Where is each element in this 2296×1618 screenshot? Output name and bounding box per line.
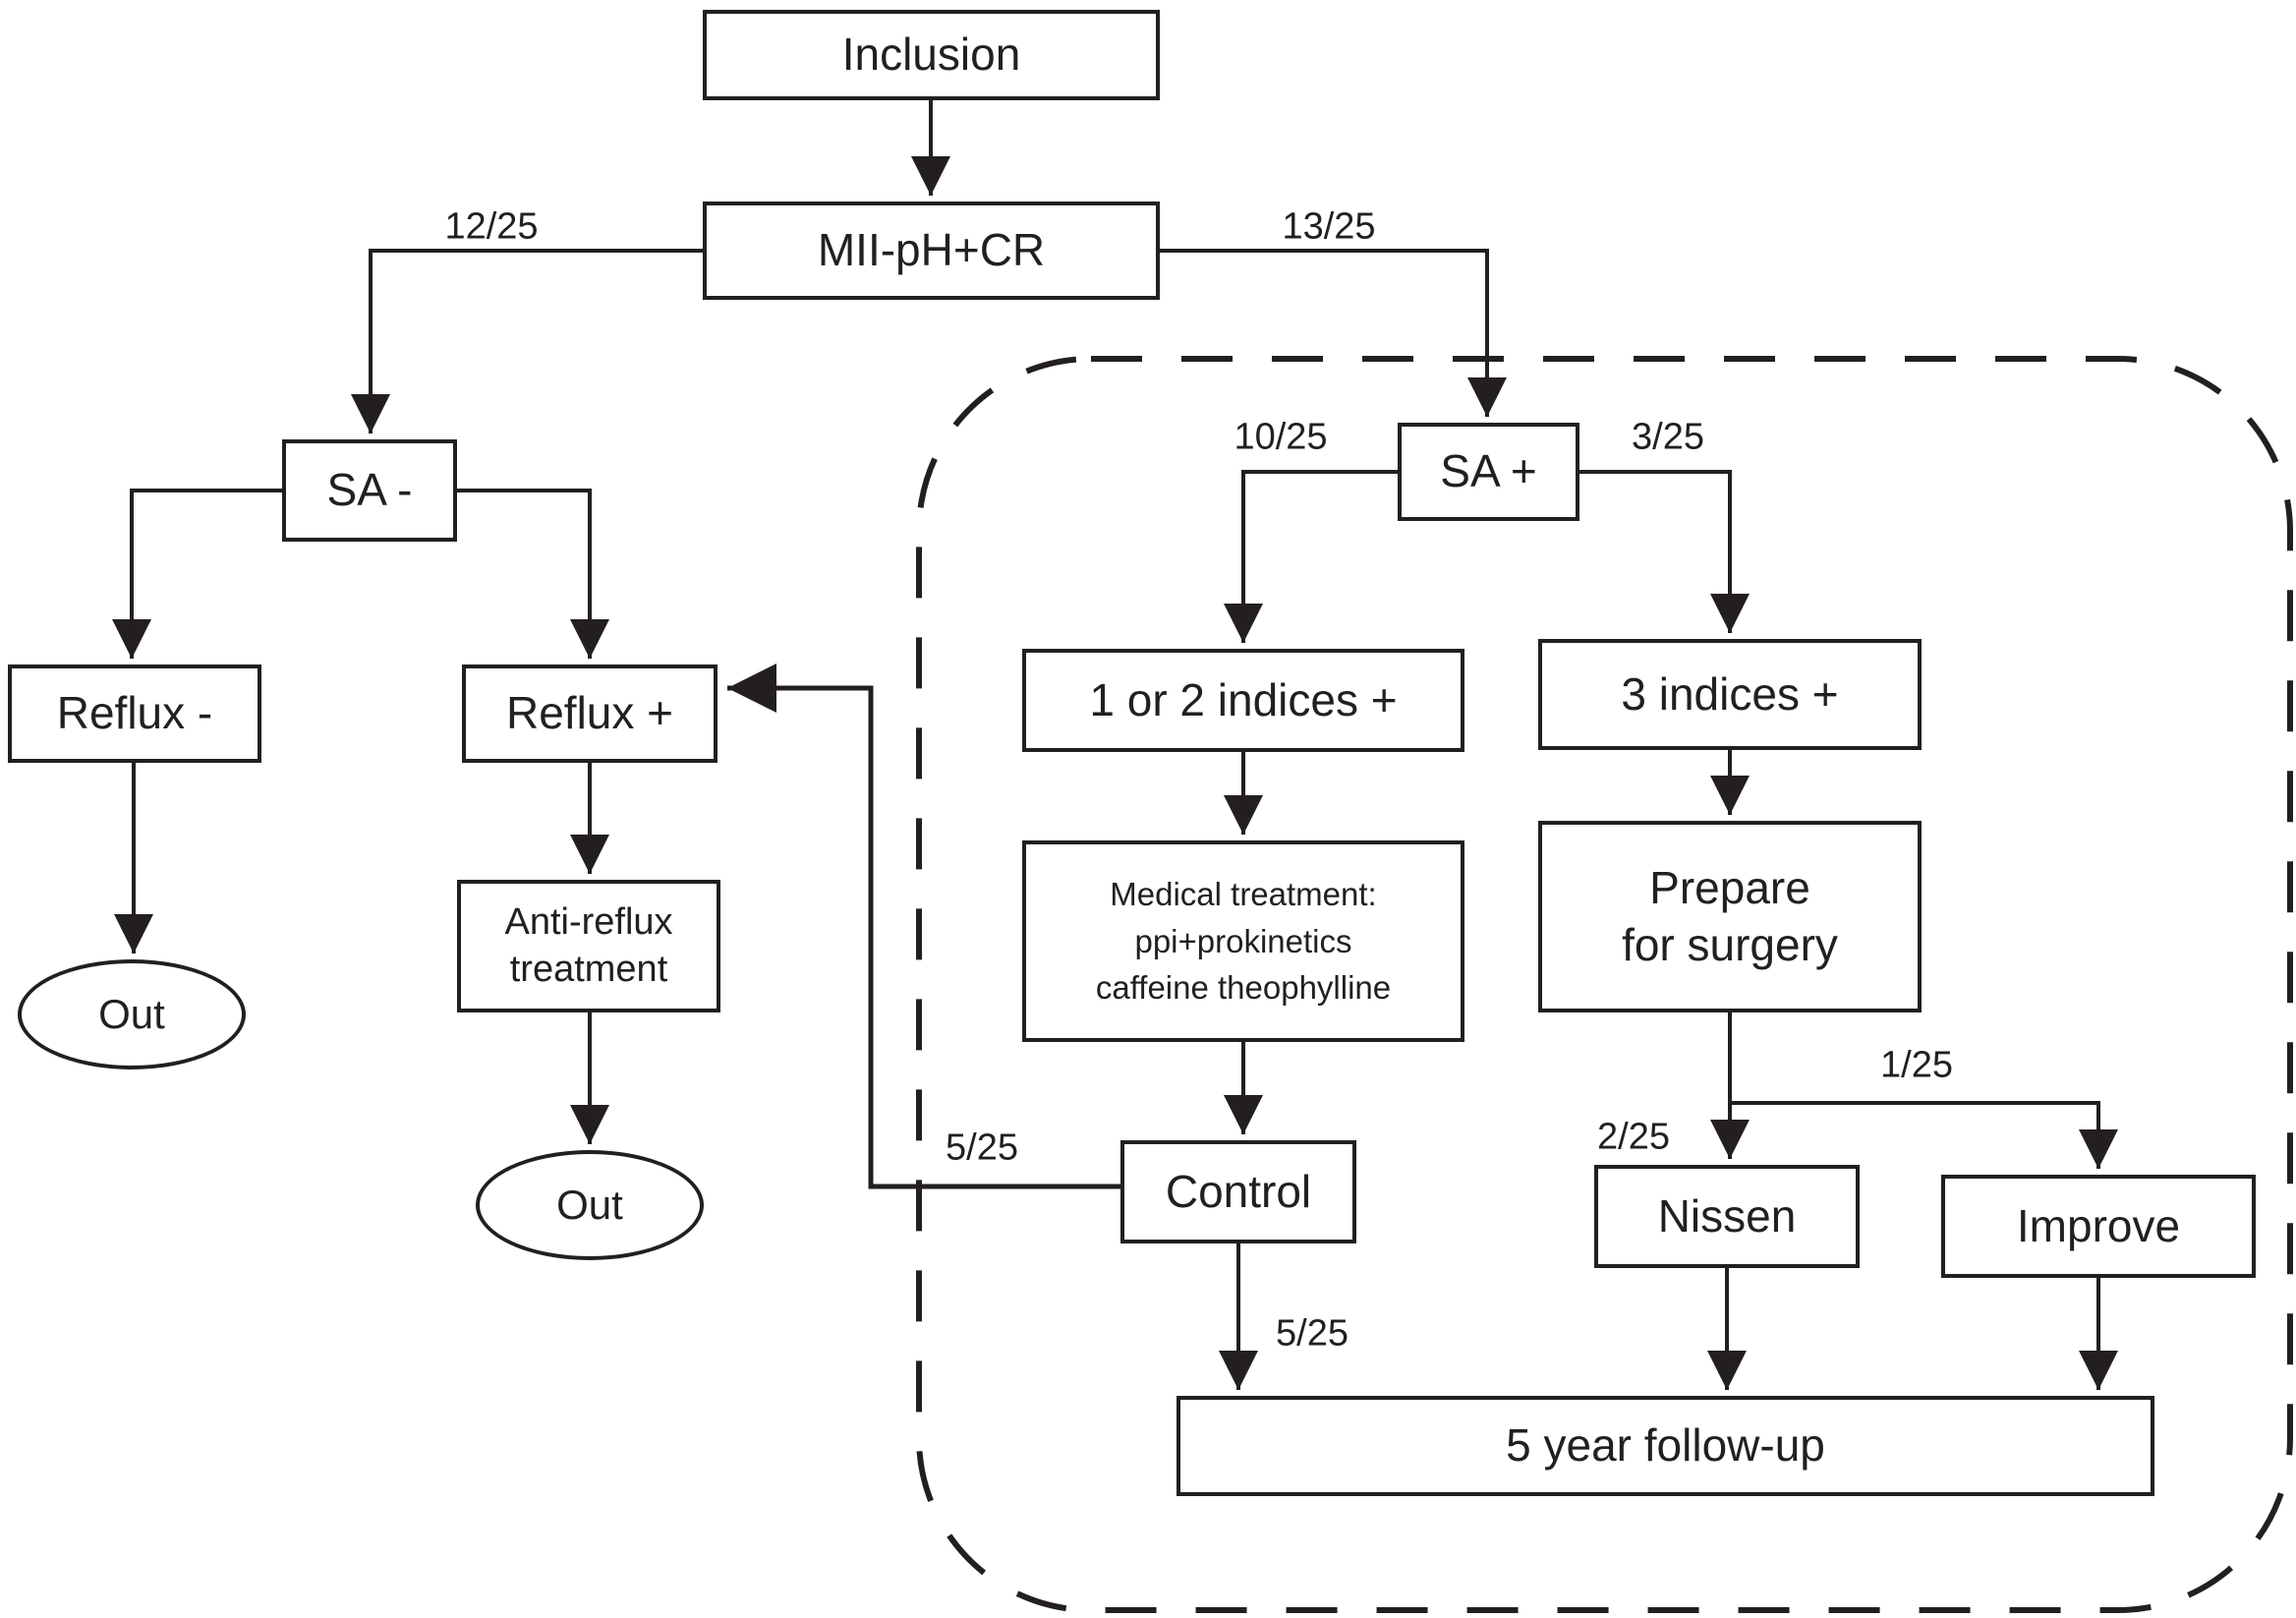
node-sa-minus-label: SA - bbox=[326, 464, 413, 516]
node-anti-reflux-line2: treatment bbox=[509, 948, 668, 990]
edge-sa-plus-to-indices-1or2 bbox=[1224, 470, 1398, 643]
node-improve-label: Improve bbox=[2016, 1199, 2181, 1251]
edge-mii-to-sa-minus bbox=[351, 249, 703, 433]
node-nissen-label: Nissen bbox=[1657, 1189, 1797, 1242]
dashed-region-frame bbox=[916, 356, 2293, 1613]
node-prepare-line1: Prepare bbox=[1649, 862, 1810, 913]
node-mii-ph-cr-label: MII-pH+CR bbox=[817, 224, 1046, 276]
edge-label-3-25: 3/25 bbox=[1632, 416, 1704, 458]
edge-label-5-25-loop: 5/25 bbox=[946, 1127, 1018, 1169]
node-prepare-line2: for surgery bbox=[1622, 918, 1838, 970]
node-inclusion: Inclusion bbox=[703, 10, 1160, 100]
node-indices-3: 3 indices + bbox=[1538, 639, 1922, 750]
node-medical-line1: Medical treatment: bbox=[1110, 875, 1377, 912]
edge-label-13-25: 13/25 bbox=[1282, 205, 1376, 248]
node-reflux-minus: Reflux - bbox=[8, 665, 261, 763]
node-out-mid: Out bbox=[476, 1150, 704, 1260]
node-reflux-minus-label: Reflux - bbox=[56, 687, 213, 739]
node-reflux-plus: Reflux + bbox=[462, 665, 718, 763]
node-control: Control bbox=[1120, 1140, 1356, 1243]
edge-sa-minus-to-reflux-minus bbox=[112, 489, 282, 659]
node-medical-treatment: Medical treatment: ppi+prokinetics caffe… bbox=[1022, 840, 1464, 1042]
edge-label-2-25: 2/25 bbox=[1597, 1116, 1670, 1158]
node-anti-reflux-line1: Anti-reflux bbox=[504, 901, 673, 943]
node-sa-plus: SA + bbox=[1398, 423, 1579, 521]
node-control-label: Control bbox=[1165, 1165, 1312, 1217]
node-improve: Improve bbox=[1941, 1175, 2256, 1278]
node-mii-ph-cr: MII-pH+CR bbox=[703, 202, 1160, 300]
node-out-mid-label: Out bbox=[556, 1181, 623, 1228]
node-5-year-followup-label: 5 year follow-up bbox=[1506, 1419, 1825, 1472]
edge-sa-plus-to-indices-3 bbox=[1579, 470, 1750, 633]
node-indices-1or2-label: 1 or 2 indices + bbox=[1089, 673, 1398, 725]
edge-label-12-25: 12/25 bbox=[444, 205, 539, 248]
edge-label-10-25: 10/25 bbox=[1234, 416, 1328, 458]
edge-label-5-25-down: 5/25 bbox=[1276, 1312, 1349, 1355]
node-anti-reflux-treatment: Anti-reflux treatment bbox=[457, 880, 720, 1012]
node-out-left: Out bbox=[18, 959, 246, 1069]
node-medical-line2: ppi+prokinetics bbox=[1134, 922, 1352, 959]
node-out-left-label: Out bbox=[98, 990, 165, 1037]
node-sa-minus: SA - bbox=[282, 439, 457, 542]
edge-mii-to-sa-plus bbox=[1160, 249, 1507, 417]
node-sa-plus-label: SA + bbox=[1440, 445, 1537, 497]
edge-sa-minus-to-reflux-plus bbox=[457, 489, 609, 659]
edge-prepare-to-improve bbox=[1730, 1101, 2118, 1169]
edge-label-1-25: 1/25 bbox=[1880, 1044, 1953, 1086]
node-5-year-followup: 5 year follow-up bbox=[1177, 1396, 2154, 1496]
node-inclusion-label: Inclusion bbox=[841, 29, 1021, 81]
node-indices-1or2: 1 or 2 indices + bbox=[1022, 649, 1464, 752]
node-prepare-for-surgery: Prepare for surgery bbox=[1538, 821, 1922, 1012]
edge-control-to-reflux-plus bbox=[727, 664, 1120, 1189]
node-reflux-plus-label: Reflux + bbox=[505, 687, 674, 739]
node-indices-3-label: 3 indices + bbox=[1621, 667, 1839, 720]
node-nissen: Nissen bbox=[1594, 1165, 1860, 1268]
node-medical-line3: caffeine theophylline bbox=[1095, 969, 1392, 1007]
